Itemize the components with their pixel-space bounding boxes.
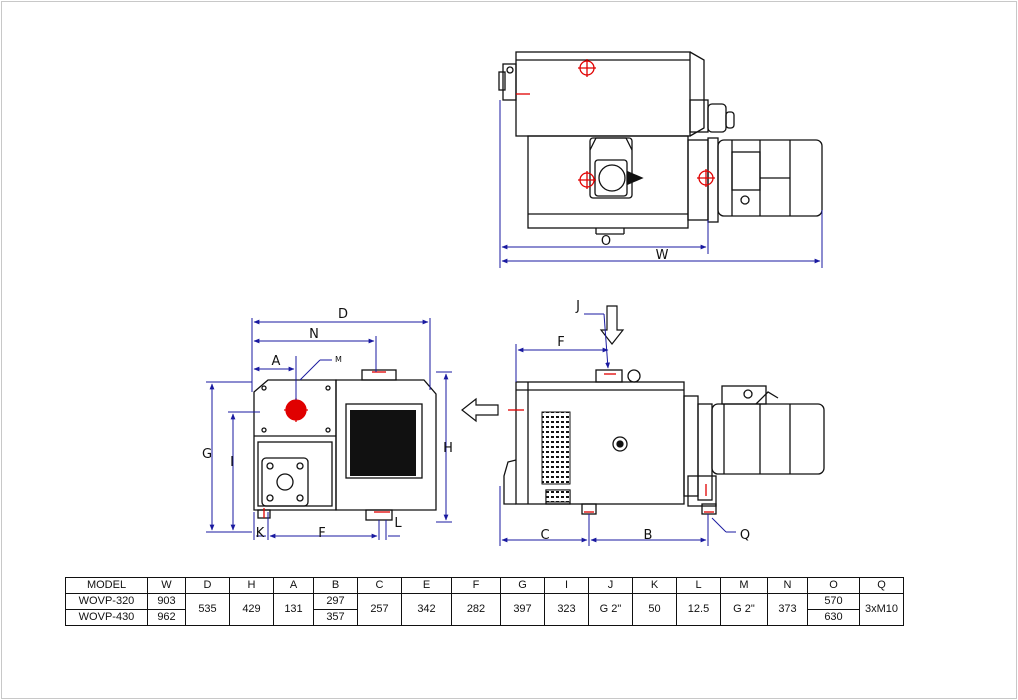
dim-label-B: B bbox=[644, 528, 653, 543]
side-view-markers bbox=[508, 373, 714, 513]
header-d: D bbox=[185, 577, 230, 594]
header-k: K bbox=[632, 577, 677, 594]
cell-o: 570 bbox=[807, 593, 860, 610]
side-view-vent-lower bbox=[545, 489, 571, 503]
front-view-body bbox=[335, 379, 437, 511]
front-view bbox=[253, 369, 437, 521]
dim-label-F-front: F bbox=[318, 526, 325, 541]
dim-label-W: W bbox=[656, 248, 669, 263]
side-view-motor bbox=[711, 403, 825, 475]
top-view bbox=[498, 51, 823, 235]
cell-f: 282 bbox=[451, 593, 501, 626]
top-view-housing bbox=[515, 51, 691, 137]
side-view-vent bbox=[541, 411, 571, 485]
outlet-arrow bbox=[461, 397, 499, 423]
header-i: I bbox=[544, 577, 589, 594]
header-o: O bbox=[807, 577, 860, 594]
table-row: WOVP-320 903 535 429 131 297 257 342 282… bbox=[65, 593, 904, 626]
header-l: L bbox=[676, 577, 721, 594]
header-w: W bbox=[147, 577, 186, 594]
header-n: N bbox=[767, 577, 808, 594]
table-header-row: MODEL W D H A B C E F G I J K L M N O Q bbox=[65, 577, 904, 594]
header-g: G bbox=[500, 577, 545, 594]
inlet-arrow bbox=[599, 305, 625, 345]
dim-label-O: O bbox=[601, 234, 611, 249]
header-m: M bbox=[720, 577, 768, 594]
dim-label-C: C bbox=[540, 528, 549, 543]
cell-model: WOVP-320 bbox=[65, 593, 148, 610]
spec-table: MODEL W D H A B C E F G I J K L M N O Q … bbox=[65, 577, 904, 626]
cell-h: 429 bbox=[229, 593, 274, 626]
dim-label-N: N bbox=[309, 327, 319, 342]
header-f: F bbox=[451, 577, 501, 594]
cell-d: 535 bbox=[185, 593, 230, 626]
header-c: C bbox=[357, 577, 402, 594]
cell-l: 12.5 bbox=[676, 593, 721, 626]
header-b: B bbox=[313, 577, 358, 594]
dim-label-D: D bbox=[338, 307, 348, 322]
header-j: J bbox=[588, 577, 633, 594]
cell-j: G 2" bbox=[588, 593, 633, 626]
dim-label-J: J bbox=[575, 299, 580, 314]
front-view-markers bbox=[263, 371, 390, 518]
dim-label-I: I bbox=[230, 455, 234, 470]
front-view-grille bbox=[350, 410, 416, 476]
header-q: Q bbox=[859, 577, 904, 594]
table-row: WOVP-430 962 357 630 bbox=[65, 609, 904, 626]
cell-w: 962 bbox=[147, 609, 186, 626]
dim-label-A: A bbox=[272, 354, 281, 369]
dim-label-Q: Q bbox=[740, 528, 750, 543]
cell-o: 630 bbox=[807, 609, 860, 626]
side-view bbox=[503, 369, 825, 515]
dim-label-K: K bbox=[256, 526, 265, 541]
cell-model: WOVP-430 bbox=[65, 609, 148, 626]
header-a: A bbox=[273, 577, 314, 594]
dim-label-M: M bbox=[335, 355, 342, 364]
dim-label-G: G bbox=[202, 447, 212, 462]
cell-k: 50 bbox=[632, 593, 677, 626]
cell-m: G 2" bbox=[720, 593, 768, 626]
cell-b: 357 bbox=[313, 609, 358, 626]
header-e: E bbox=[401, 577, 452, 594]
cell-i: 323 bbox=[544, 593, 589, 626]
side-view-dimensions bbox=[499, 313, 736, 546]
dim-label-F-side: F bbox=[557, 335, 564, 350]
front-view-dimensions bbox=[206, 318, 452, 540]
top-view-markers bbox=[516, 59, 715, 189]
dim-label-H: H bbox=[443, 441, 453, 456]
cell-b: 297 bbox=[313, 593, 358, 610]
dim-label-L: L bbox=[394, 516, 402, 531]
cell-n: 373 bbox=[767, 593, 808, 626]
cell-q: 3xM10 bbox=[859, 593, 904, 626]
cell-a: 131 bbox=[273, 593, 314, 626]
side-view-body bbox=[515, 381, 685, 505]
cell-w: 903 bbox=[147, 593, 186, 610]
top-view-motor bbox=[717, 139, 823, 217]
cell-e: 342 bbox=[401, 593, 452, 626]
header-h: H bbox=[229, 577, 274, 594]
cell-g: 397 bbox=[500, 593, 545, 626]
header-model: MODEL bbox=[65, 577, 148, 594]
cell-c: 257 bbox=[357, 593, 402, 626]
top-view-dimensions bbox=[499, 100, 823, 268]
